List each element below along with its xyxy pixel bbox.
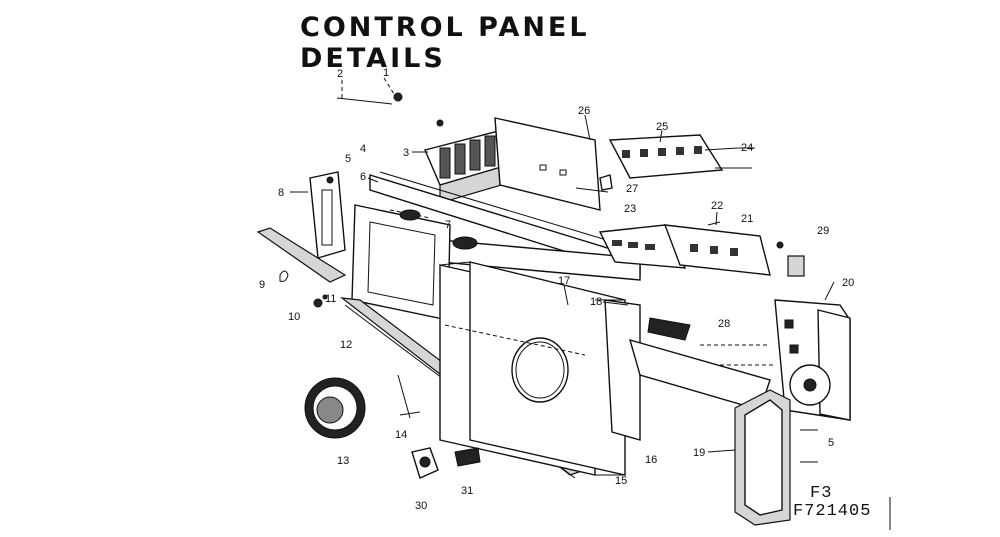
callout-7: 7 — [445, 219, 451, 231]
callout-19: 19 — [693, 447, 705, 459]
callout-12: 12 — [340, 339, 352, 351]
dial-knob-part — [304, 377, 366, 439]
rod-part — [336, 77, 403, 105]
callout-1: 1 — [383, 67, 389, 79]
panel-frame-part — [351, 204, 478, 321]
callout-30: 30 — [415, 500, 427, 512]
trim-part — [256, 227, 347, 283]
callout-18: 18 — [590, 296, 602, 308]
callout-28: 28 — [718, 318, 730, 330]
callout-13: 13 — [337, 455, 349, 467]
drawing-number: F721405 — [793, 502, 871, 521]
callout-3: 3 — [403, 147, 409, 159]
callout-15: 15 — [615, 475, 627, 487]
screw-21-part — [707, 221, 784, 249]
upper-rail-part — [369, 171, 641, 281]
callout-11: 11 — [325, 293, 336, 305]
screw-5-right-part — [800, 429, 818, 463]
callout-31: 31 — [461, 485, 473, 497]
figure-code: F3 — [810, 484, 832, 503]
clip-31-part — [454, 447, 481, 467]
back-plate-part — [604, 299, 641, 441]
callout-4: 4 — [360, 143, 366, 155]
callout-29: 29 — [817, 225, 829, 237]
switch-30-part — [411, 447, 439, 479]
side-bracket-part — [309, 171, 346, 259]
callout-16: 16 — [645, 454, 657, 466]
screw-part — [397, 374, 421, 419]
timer-housing-part — [774, 299, 851, 421]
callout-8: 8 — [278, 187, 284, 199]
bracket-part — [494, 117, 613, 211]
callout-10: 10 — [288, 311, 300, 323]
lever-assembly-part — [628, 317, 775, 411]
terminal-strip-part — [608, 134, 752, 179]
callout-6: 6 — [360, 171, 366, 183]
knob-cap-part — [787, 255, 805, 277]
callout-2: 2 — [337, 68, 343, 80]
callout-20: 20 — [842, 277, 854, 289]
callout-labels: 1 2 3 4 5 6 7 8 9 10 11 12 13 14 15 16 1… — [259, 67, 854, 512]
callout-24: 24 — [741, 142, 753, 154]
callout-5-right: 5 — [828, 437, 834, 449]
callout-21: 21 — [741, 213, 753, 225]
callout-27: 27 — [626, 183, 638, 195]
leader-lines — [290, 114, 835, 453]
callout-26: 26 — [578, 105, 590, 117]
clip-part — [279, 270, 328, 308]
callout-14: 14 — [395, 429, 407, 441]
diagram-title: CONTROL PANEL DETAILS — [300, 12, 590, 74]
front-panel-part — [439, 261, 626, 476]
control-board-part — [598, 224, 771, 276]
callout-23: 23 — [624, 203, 636, 215]
callout-9: 9 — [259, 279, 265, 291]
callout-22: 22 — [711, 200, 723, 212]
callout-17: 17 — [558, 275, 570, 287]
callout-25: 25 — [656, 121, 668, 133]
callout-5: 5 — [345, 153, 351, 165]
end-cap-part — [734, 389, 791, 526]
